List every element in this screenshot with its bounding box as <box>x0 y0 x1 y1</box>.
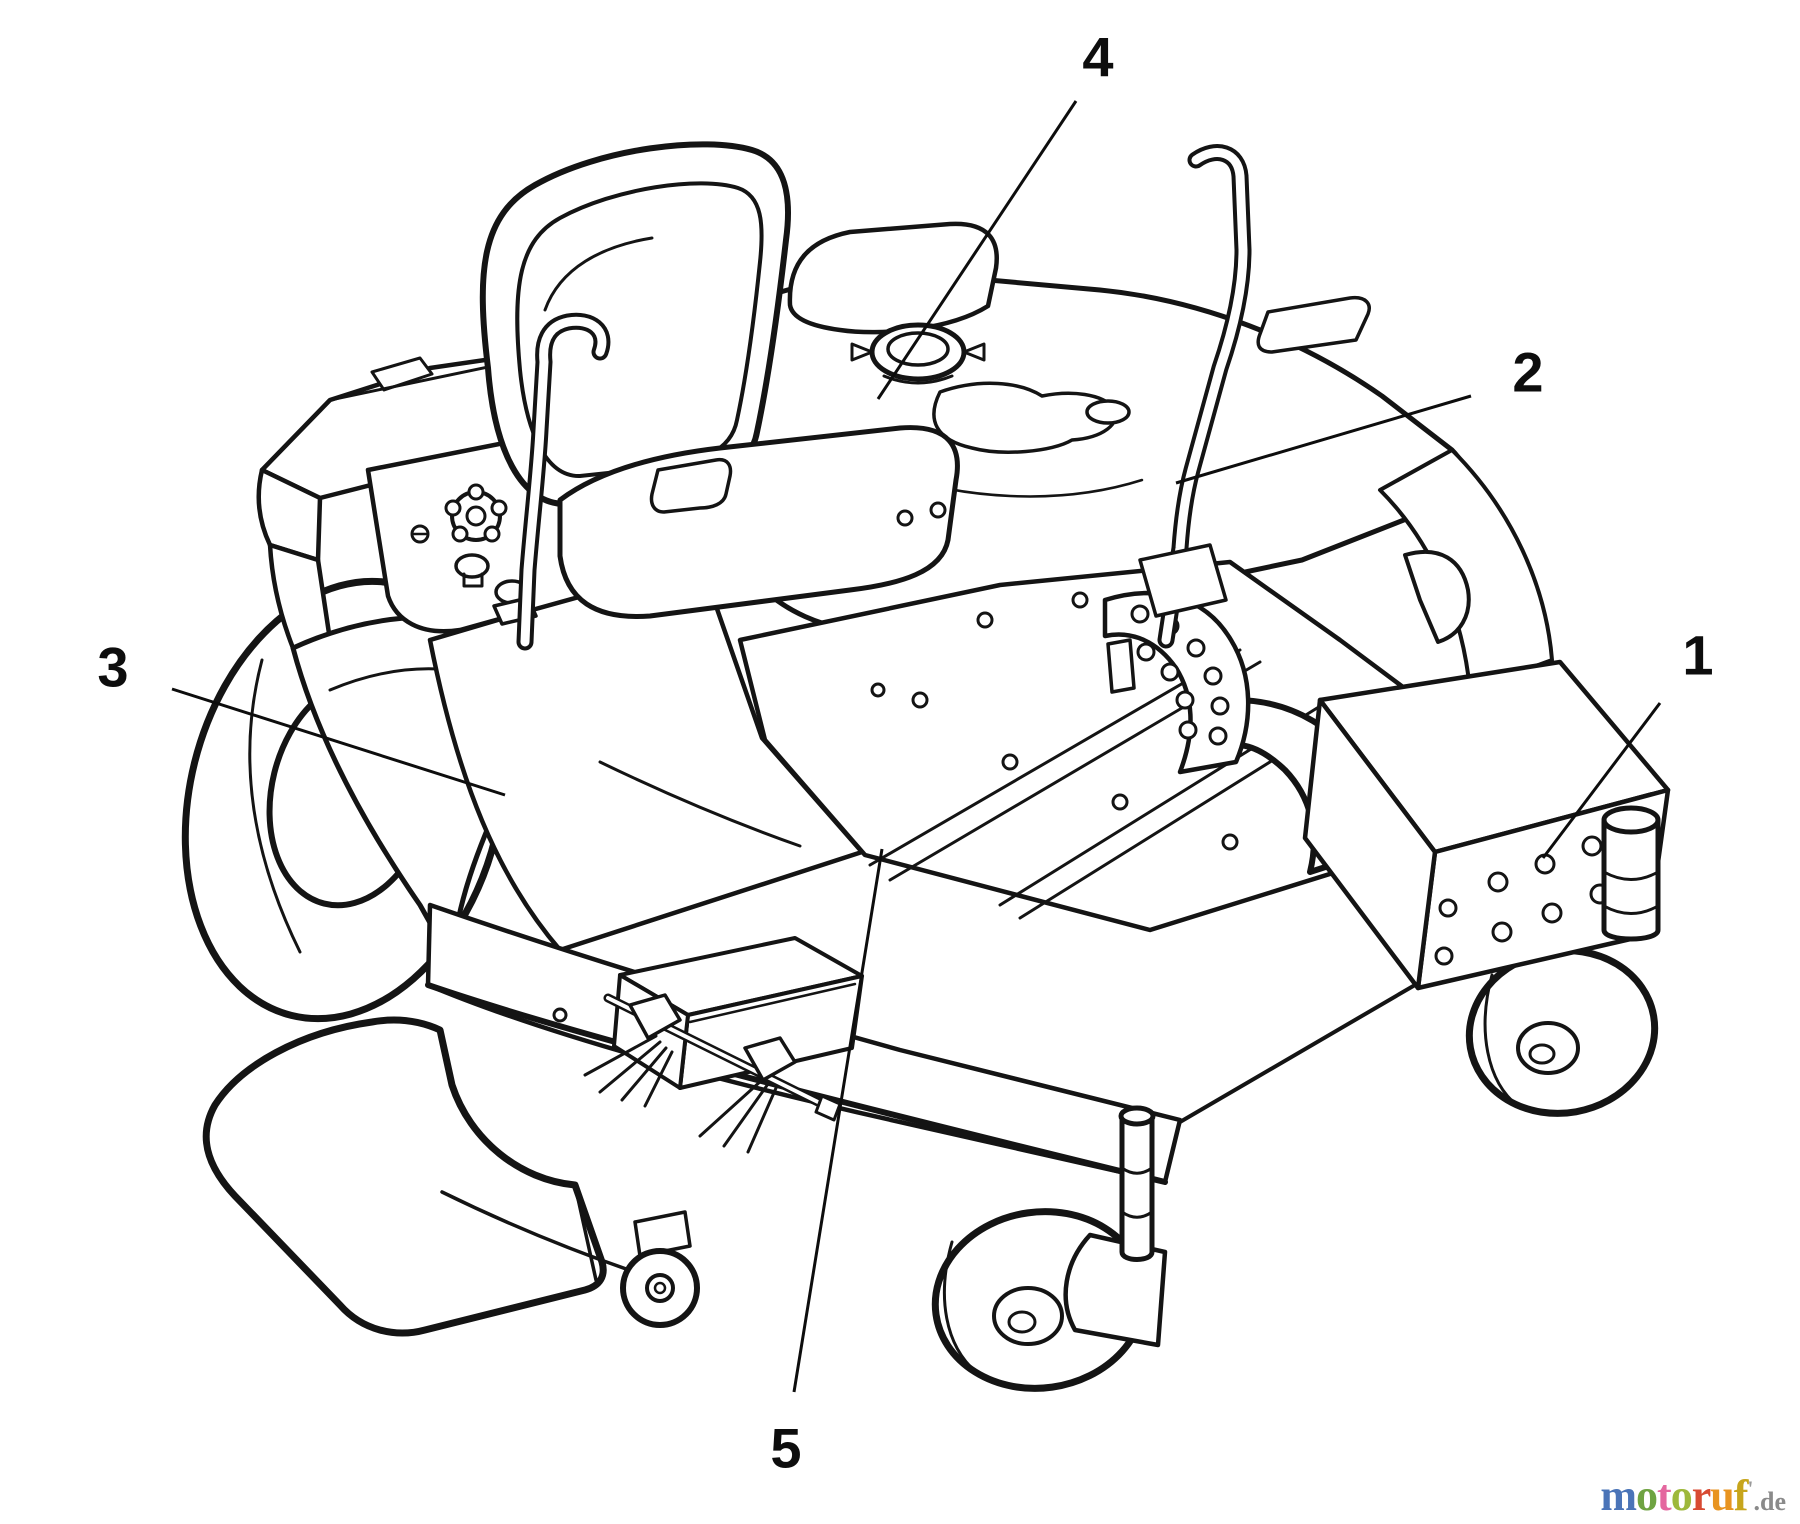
logo-letter-0: m <box>1600 1471 1637 1520</box>
callout-4-label: 4 <box>1082 26 1113 89</box>
callout-5-leader-line <box>792 848 884 1393</box>
deflector-hinge-spring <box>583 993 842 1154</box>
seat-cushion <box>557 425 960 619</box>
callout-2-leader-line <box>1175 394 1472 485</box>
logo-letter-2: t <box>1657 1471 1672 1520</box>
front-caster-right-wheel <box>1465 947 1659 1117</box>
callout-3-leader-line <box>171 687 506 797</box>
logo-tick: ' <box>1747 1476 1754 1501</box>
callout-5-label: 5 <box>770 1417 801 1480</box>
fuel-cap <box>850 322 986 385</box>
callout-1-leader-line <box>1541 702 1662 859</box>
right-control-lever <box>1138 144 1252 649</box>
callout-1-label: 1 <box>1682 624 1713 687</box>
choke-knob <box>444 483 508 543</box>
anti-scalp-wheel <box>620 1210 700 1328</box>
cup-holders <box>932 381 1131 454</box>
front-caster-center <box>931 1105 1168 1392</box>
callout-3-label: 3 <box>97 636 128 699</box>
left-control-lever <box>516 312 611 651</box>
seat <box>479 141 960 619</box>
front-caster-right-post <box>1601 805 1661 942</box>
motoruf-logo: motoruf'.de <box>1600 1474 1786 1518</box>
callout-2-label: 2 <box>1512 341 1543 404</box>
logo-suffix: .de <box>1753 1487 1787 1516</box>
logo-letter-1: o <box>1636 1471 1658 1520</box>
logo-letter-6: f <box>1733 1471 1749 1520</box>
deck-mount-plate <box>1178 659 1671 1124</box>
callout-4-leader-line <box>876 100 1078 400</box>
logo-letter-3: o <box>1670 1471 1693 1520</box>
logo-letter-5: u <box>1710 1471 1735 1520</box>
logo-letter-4: r <box>1691 1471 1712 1520</box>
rear-cowl-panel <box>787 221 1371 354</box>
